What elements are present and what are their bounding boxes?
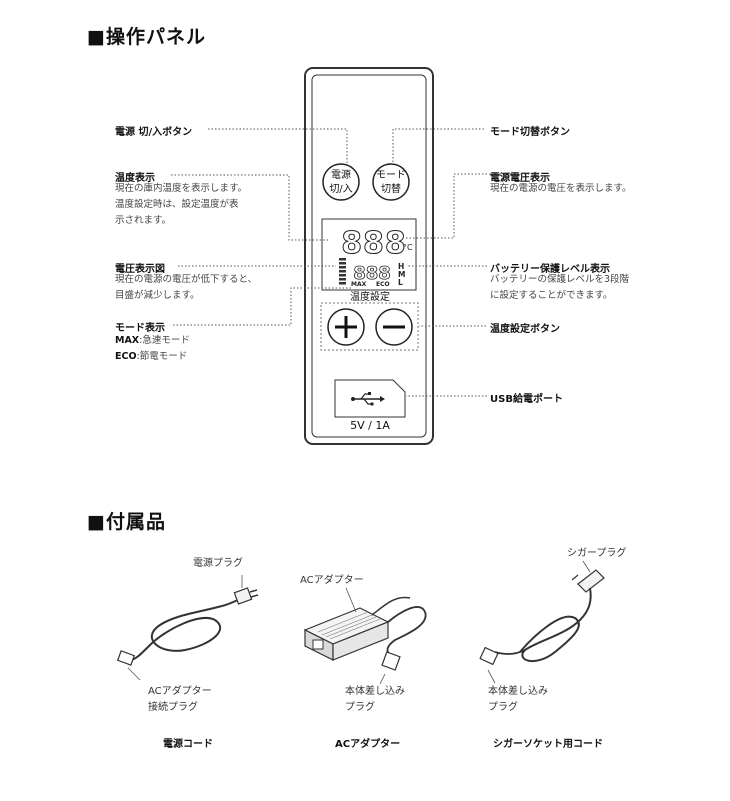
ac-connector-label-line2: 接続プラグ (148, 702, 198, 713)
cigar-cord-illustration (479, 569, 605, 666)
callout-voltage-gauge-line1: 現在の電源の電圧が低下すると、 (115, 274, 258, 285)
callout-battery-level-title: バッテリー保護レベル表示 (490, 264, 610, 275)
lcd-voltage-gauge (339, 258, 346, 285)
callout-voltage-display-line1: 現在の電源の電圧を表示します。 (490, 183, 632, 194)
power-button[interactable]: 電源 切/入 (322, 163, 360, 201)
control-panel-inner (311, 74, 427, 438)
leader-lines (171, 128, 529, 397)
power-button-line1: 電源 (331, 168, 351, 181)
callout-temp-display-title: 温度表示 (115, 173, 155, 184)
temp-buttons-group (320, 302, 419, 351)
callout-mode-eco: ECO:節電モード (115, 349, 187, 365)
power-plug-label: 電源プラグ (193, 558, 243, 569)
mode-max-key: MAX (115, 335, 140, 346)
callout-temp-buttons-title: 温度設定ボタン (490, 324, 560, 335)
lcd-celsius: °C (403, 243, 413, 252)
ac-adapter-illustration (303, 596, 427, 671)
ac-plug-pointer (379, 673, 386, 685)
mode-eco-key: ECO (115, 351, 137, 362)
lcd-level-l: L (398, 278, 403, 287)
callout-usb-title: USB給電ポート (490, 394, 563, 405)
power-cord-name: 電源コード (163, 739, 213, 750)
usb-spec: 5V / 1A (350, 419, 390, 432)
callout-voltage-display-title: 電源電圧表示 (490, 173, 550, 184)
callout-temp-display-line1: 現在の庫内温度を表示します。 (115, 183, 248, 194)
lcd-eco: ECO (376, 281, 390, 288)
callout-voltage-gauge-line2: 目盛が減少します。 (115, 290, 200, 301)
cigar-plug-pointer (582, 560, 591, 573)
lcd-max: MAX (351, 281, 367, 288)
usb-port[interactable] (334, 379, 406, 418)
accessories-section-title: ■付属品 (87, 511, 166, 533)
callout-temp-display-line3: 示されます。 (115, 215, 172, 226)
callout-temp-display-line2: 温度設定時は、設定温度が表 (115, 199, 239, 210)
lcd-temperature: 888 (341, 226, 407, 261)
cigar-body-plug-label-line1: 本体差し込み (488, 686, 548, 697)
callout-mode-max: MAX:急速モード (115, 333, 190, 349)
mode-button-line1: モード (376, 170, 406, 181)
ac-adapter-label: ACアダプター (300, 575, 364, 586)
temp-down-button[interactable] (375, 308, 413, 346)
cigar-body-plug-label-line2: プラグ (488, 702, 518, 713)
callout-mode-switch-title: モード切替ボタン (490, 127, 570, 138)
mode-button-line2: 切替 (381, 182, 401, 195)
temp-up-button[interactable] (327, 308, 365, 346)
callout-battery-level-line1: バッテリーの保護レベルを3段階 (490, 274, 630, 285)
callout-battery-level-line2: に設定することができます。 (490, 290, 613, 301)
ac-connector-pointer (127, 667, 141, 681)
callout-voltage-gauge-title: 電圧表示図 (115, 264, 165, 275)
cigar-cord-name: シガーソケット用コード (493, 739, 603, 750)
mode-eco-value: :節電モード (136, 351, 188, 362)
mode-button[interactable]: モード 切替 (372, 163, 410, 201)
panel-section-title: ■操作パネル (87, 26, 206, 48)
ac-adapter-pointer (345, 587, 357, 613)
lcd-display: 888 °C 888 H M L MAX ECO (321, 218, 417, 291)
lcd-voltage: 888 (353, 263, 391, 284)
ac-plug-label-line1: 本体差し込み (345, 686, 405, 697)
mode-max-value: :急速モード (139, 335, 190, 346)
ac-plug-label-line2: プラグ (345, 702, 375, 713)
ac-connector-label-line1: ACアダプター (148, 686, 212, 697)
temp-set-label: 温度設定 (350, 290, 390, 303)
power-cord-illustration (116, 587, 259, 666)
lcd-level-m: M (398, 270, 405, 279)
callout-power-title: 電源 切/入ボタン (115, 127, 193, 138)
usb-icon (351, 392, 385, 406)
cigar-body-plug-pointer (487, 669, 496, 684)
callout-mode-display-title: モード表示 (115, 323, 165, 334)
lcd-level-h: H (398, 262, 404, 271)
power-button-line2: 切/入 (329, 183, 352, 195)
ac-adapter-name: ACアダプター (335, 739, 401, 750)
cigar-plug-label: シガープラグ (567, 548, 627, 559)
